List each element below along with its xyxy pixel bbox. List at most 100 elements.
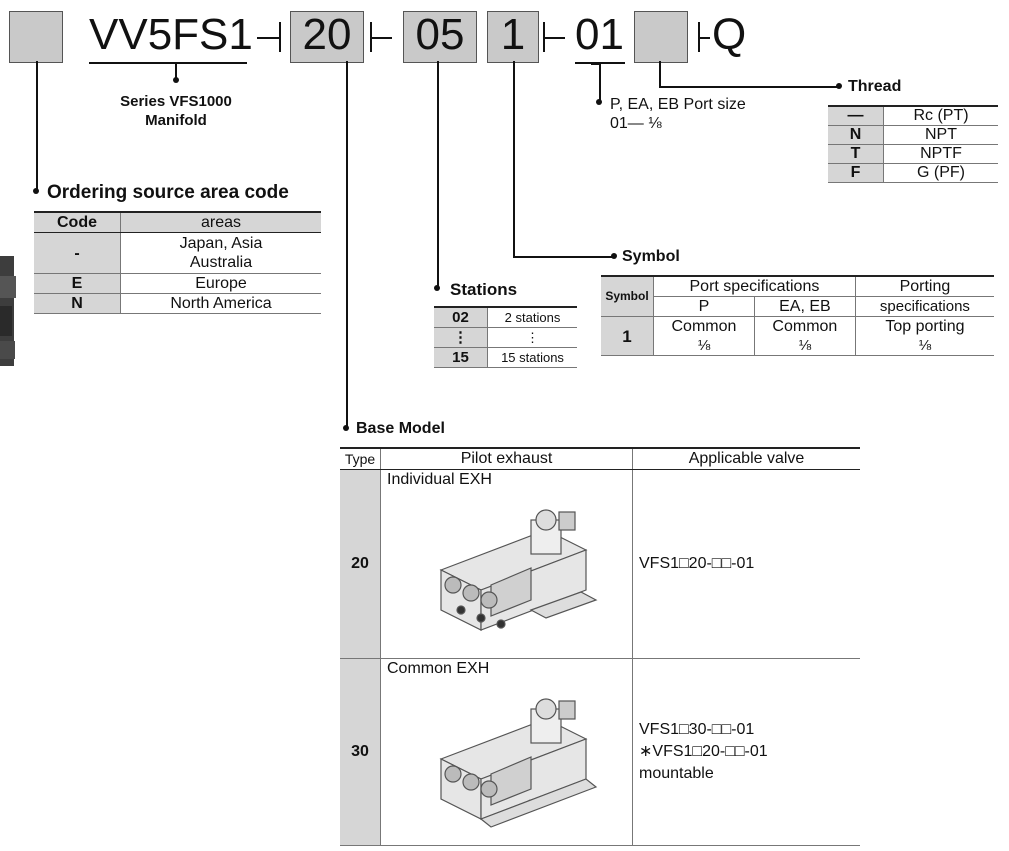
dash-1-bar	[279, 22, 281, 52]
dash-4	[698, 37, 710, 39]
ordering-code: N	[34, 294, 121, 314]
thread-code: T	[828, 145, 884, 164]
p-value-line: Common	[654, 317, 754, 336]
dash-4-bar	[698, 22, 700, 52]
p-header: P	[654, 297, 755, 317]
symbol-code: 1	[487, 13, 539, 57]
stations-value: ⋮	[488, 328, 578, 348]
valve-line: ∗VFS1□20-□□-01	[639, 741, 860, 763]
base-type: 30	[340, 659, 381, 846]
p-value-frac: ⅛	[654, 336, 754, 355]
base-model-table: Type Pilot exhaust Applicable valve 20 I…	[340, 447, 860, 846]
manifold-photo-fragment	[0, 246, 20, 376]
base-header-valve: Applicable valve	[633, 448, 861, 470]
base-pilot: Common EXH	[381, 659, 633, 846]
stations-value: 2 stations	[488, 307, 578, 328]
stations-leader	[437, 61, 439, 287]
ordering-table: Code areas - Japan, Asia Australia E Eur…	[34, 211, 321, 314]
thread-leader-h	[659, 86, 837, 88]
port-code: 01	[575, 13, 624, 57]
thread-value: NPT	[884, 126, 999, 145]
stations-code: 02	[434, 307, 488, 328]
base-type: 20	[340, 470, 381, 659]
thread-title: Thread	[848, 78, 901, 96]
ea-value-line: Common	[755, 317, 855, 336]
manifold-image-individual	[381, 490, 631, 650]
symbol-leader	[513, 61, 515, 257]
series-label: Series VFS1000	[95, 93, 257, 111]
p-value: Common ⅛	[654, 317, 755, 356]
symbol-dot	[611, 253, 617, 259]
ordering-code: -	[34, 233, 121, 274]
base-valve: VFS1□30-□□-01 ∗VFS1□20-□□-01 mountable	[633, 659, 861, 846]
thread-dot	[836, 83, 842, 89]
thread-code: F	[828, 164, 884, 183]
base-valve: VFS1□20-□□-01	[633, 470, 861, 659]
stations-dot	[434, 285, 440, 291]
porting-header-2: specifications	[855, 297, 994, 317]
port-leader-h	[591, 63, 600, 65]
base-leader	[346, 61, 348, 426]
thread-box	[634, 11, 688, 63]
area-dot	[33, 188, 39, 194]
ordering-area: Japan, Asia Australia	[121, 233, 322, 274]
stations-value: 15 stations	[488, 348, 578, 368]
ordering-area-line: Australia	[121, 253, 321, 272]
porting-value-frac: ⅛	[856, 336, 994, 355]
dash-2-bar	[370, 22, 372, 52]
symbol-title: Symbol	[622, 248, 680, 266]
port-size-label: P, EA, EB Port size	[596, 96, 746, 114]
ordering-header-code: Code	[34, 212, 121, 233]
base-model-code: 20	[290, 13, 364, 57]
stations-code: ⋮	[434, 328, 488, 348]
ordering-code: E	[34, 274, 121, 294]
porting-value-line: Top porting	[856, 317, 994, 336]
symbol-value: 1	[601, 317, 654, 356]
symbol-header: Symbol	[601, 276, 654, 317]
base-pilot: Individual EXH	[381, 470, 633, 659]
series-dot	[173, 77, 179, 83]
base-model-title: Base Model	[356, 420, 445, 438]
stations-code: 15	[434, 348, 488, 368]
port-size-value: 01— ⅛	[610, 115, 662, 133]
thread-code: —	[828, 106, 884, 126]
ordering-area-line: Japan, Asia	[121, 234, 321, 253]
valve-line: VFS1□20-□□-01	[639, 553, 860, 575]
ea-value: Common ⅛	[754, 317, 855, 356]
symbol-leader-h	[513, 256, 613, 258]
manifold-image-common	[381, 679, 631, 839]
stations-code: 05	[403, 13, 477, 57]
valve-line: VFS1□30-□□-01	[639, 719, 860, 741]
stations-title: Stations	[450, 280, 517, 300]
port-spec-header: Port specifications	[654, 276, 856, 297]
dash-3	[543, 37, 565, 39]
ordering-area: North America	[121, 294, 322, 314]
area-code-box	[9, 11, 63, 63]
thread-code: N	[828, 126, 884, 145]
thread-value: Rc (PT)	[884, 106, 999, 126]
model-prefix: VV5FS1	[89, 13, 253, 57]
dash-1	[257, 37, 279, 39]
symbol-table: Symbol Port specifications Porting P EA,…	[601, 275, 994, 356]
base-header-pilot: Pilot exhaust	[381, 448, 633, 470]
dash-2	[370, 37, 392, 39]
thread-leader	[659, 61, 661, 87]
ordering-title: Ordering source area code	[47, 182, 289, 204]
thread-value: NPTF	[884, 145, 999, 164]
area-leader	[36, 61, 38, 190]
suffix-code: Q	[712, 13, 746, 57]
base-header-type: Type	[340, 448, 381, 470]
ordering-header-areas: areas	[121, 212, 322, 233]
porting-header: Porting	[855, 276, 994, 297]
prefix-underline	[89, 62, 247, 64]
dash-3-bar	[543, 22, 545, 52]
pilot-label: Common EXH	[381, 659, 632, 679]
ea-value-frac: ⅛	[755, 336, 855, 355]
ordering-area: Europe	[121, 274, 322, 294]
series-sublabel: Manifold	[95, 112, 257, 130]
thread-value: G (PF)	[884, 164, 999, 183]
pilot-label: Individual EXH	[381, 470, 632, 490]
valve-line: mountable	[639, 763, 860, 785]
